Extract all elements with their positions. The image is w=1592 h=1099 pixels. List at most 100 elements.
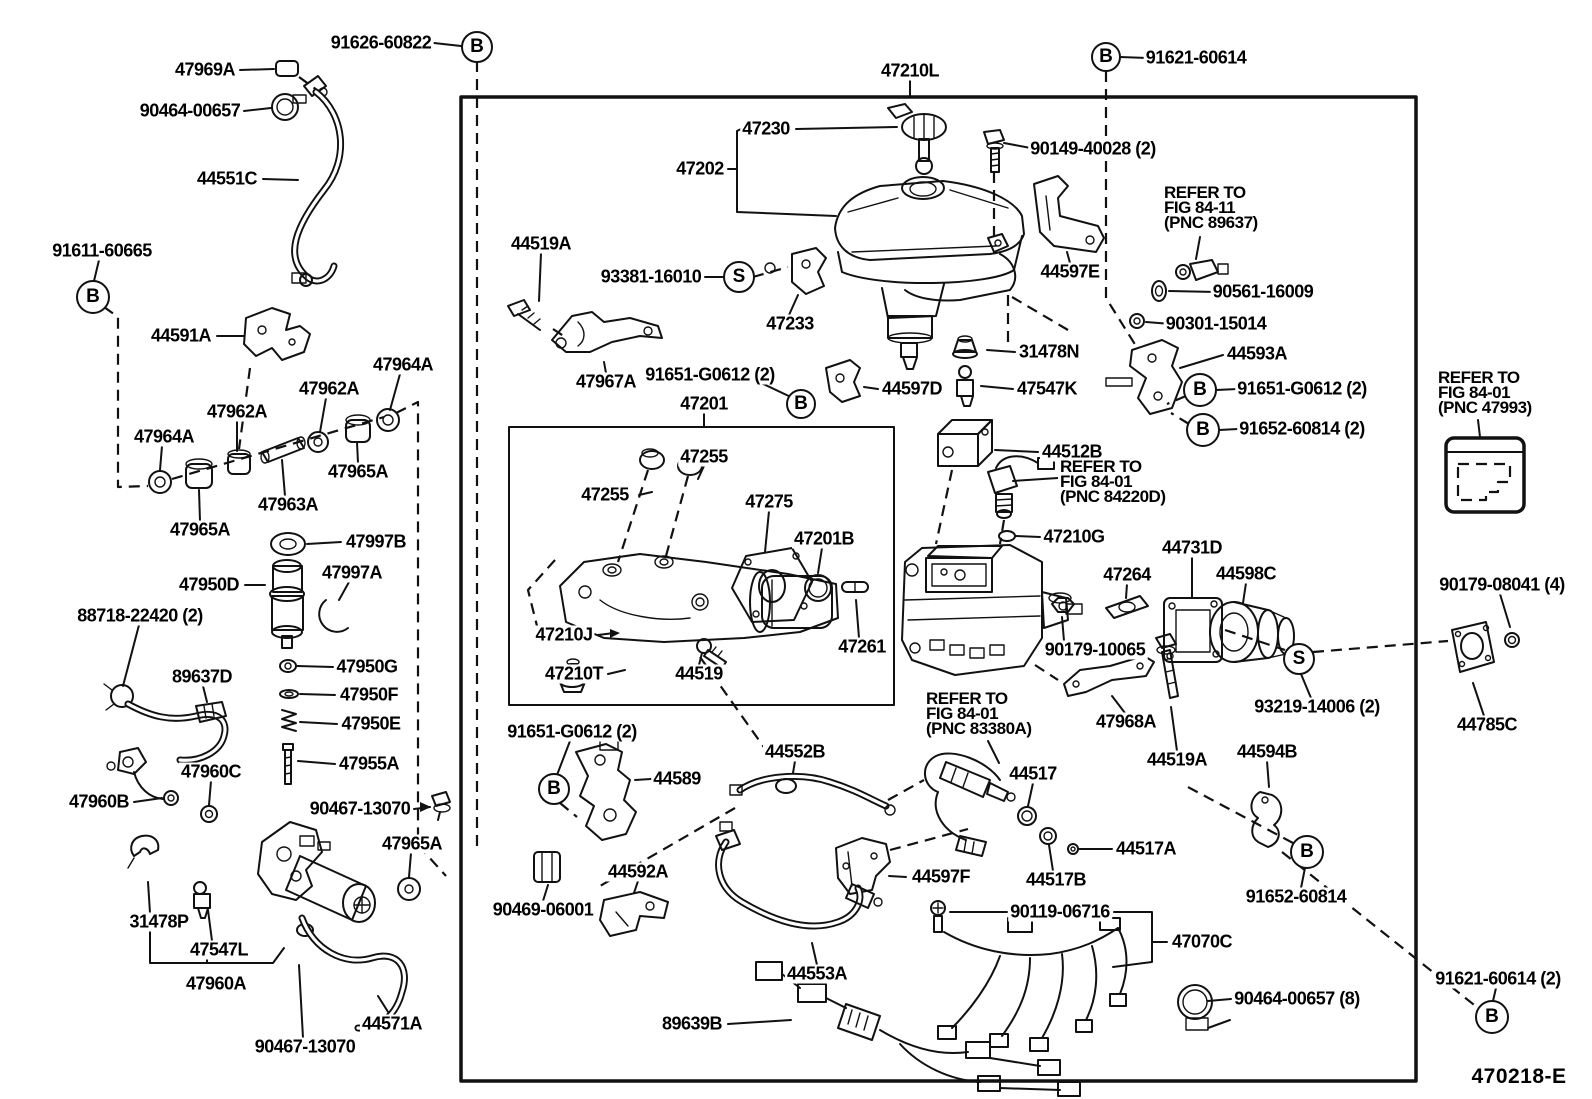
part-label-91626-60822: 91626-60822 <box>328 32 434 53</box>
part-label-47964A: 47964A <box>370 354 436 375</box>
washer-44517-drawing <box>1017 806 1037 826</box>
part-label-90467-13070: 90467-13070 <box>252 1036 358 1057</box>
part-label-90301-15014: 90301-15014 <box>1163 313 1269 334</box>
sensor-pnc83380A-drawing <box>924 752 1016 857</box>
part-label-47210J: 47210J <box>533 624 595 645</box>
hook-44594B-drawing <box>1250 791 1283 848</box>
part-label-47965A: 47965A <box>325 461 391 482</box>
part-label-47960B: 47960B <box>66 791 132 812</box>
bracket-47968A-drawing <box>1063 655 1155 697</box>
part-label-47964A: 47964A <box>131 426 197 447</box>
part-label-47210T: 47210T <box>542 663 606 684</box>
part-label-47201: 47201 <box>678 393 730 414</box>
relay-pnc47993-drawing <box>1444 436 1526 514</box>
part-label-47233: 47233 <box>764 313 816 334</box>
clamp-90464-8-drawing <box>1177 984 1231 1031</box>
connector-89639B-drawing <box>755 961 1081 1097</box>
part-label-47962A: 47962A <box>296 378 362 399</box>
part-label-44589: 44589 <box>651 768 703 789</box>
part-label-47960C: 47960C <box>178 761 244 782</box>
part-label-90467-13070: 90467-13070 <box>307 798 413 819</box>
part-label-47950G: 47950G <box>334 656 400 677</box>
bolt-90467-right-drawing <box>431 791 451 821</box>
part-label-31478P: 31478P <box>127 911 191 932</box>
part-label-93219-14006-2-: 93219-14006 (2) <box>1252 696 1382 717</box>
part-label-47963A: 47963A <box>255 494 321 515</box>
regulator-47950D-drawing <box>269 532 349 785</box>
oring-47210G-drawing <box>998 530 1016 542</box>
callout-B-6: B <box>1183 373 1217 407</box>
bracket-44593A-drawing <box>1105 339 1183 415</box>
part-label-47264: 47264 <box>1101 564 1153 585</box>
figure-code: 470218-E <box>1471 1065 1567 1088</box>
part-label-47950D: 47950D <box>176 574 242 595</box>
callout-B-1: B <box>461 31 493 63</box>
valve-47547L-drawing <box>193 881 211 919</box>
part-label-90561-16009: 90561-16009 <box>1210 281 1316 302</box>
callout-S-4: S <box>723 261 755 293</box>
part-label-47255: 47255 <box>579 484 631 505</box>
part-label-47201B: 47201B <box>791 528 857 549</box>
bracket-44597D-drawing <box>825 359 861 403</box>
ball-47965A-b-drawing <box>397 877 421 901</box>
part-label-90179-08041-4-: 90179-08041 (4) <box>1437 574 1567 595</box>
nut-90179-10065-drawing <box>1048 592 1075 613</box>
bracket-44597F-drawing <box>835 837 891 895</box>
part-label-47210G: 47210G <box>1041 526 1107 547</box>
part-label-90119-06716: 90119-06716 <box>1008 901 1112 922</box>
clip-90469-drawing <box>533 851 561 883</box>
part-label-89637D: 89637D <box>169 666 235 687</box>
part-label-44594B: 44594B <box>1234 741 1300 762</box>
bracket-44592A-drawing <box>599 891 669 937</box>
part-label-47997A: 47997A <box>319 562 385 583</box>
part-label-47275: 47275 <box>743 491 795 512</box>
bushings-row-drawing <box>148 408 400 494</box>
part-label-44597D: 44597D <box>879 378 945 399</box>
part-label-91651-G0612-2-: 91651-G0612 (2) <box>1235 378 1369 399</box>
gasket-44731D-drawing <box>1163 597 1223 663</box>
part-label-91652-60814: 91652-60814 <box>1243 886 1349 907</box>
part-label-91621-60614-2-: 91621-60614 (2) <box>1433 968 1563 989</box>
hook-31478P-drawing <box>127 834 160 869</box>
part-label-90464-00657: 90464-00657 <box>137 100 243 121</box>
part-label-88718-22420-2-: 88718-22420 (2) <box>75 605 205 626</box>
part-label-44519A: 44519A <box>1144 749 1210 770</box>
part-label-47997B: 47997B <box>343 531 409 552</box>
callout-B-5: B <box>786 389 816 419</box>
part-label-91611-60665: 91611-60665 <box>50 240 154 261</box>
part-label-90149-40028-2-: 90149-40028 (2) <box>1028 138 1158 159</box>
part-label-47950E: 47950E <box>339 713 403 734</box>
sensor-pnc84220D-drawing <box>987 455 1055 519</box>
part-label-91651-G0612-2-: 91651-G0612 (2) <box>505 721 639 742</box>
part-label-44517: 44517 <box>1007 763 1059 784</box>
tube-44552B-drawing <box>729 772 896 816</box>
part-label-44553A: 44553A <box>784 963 850 984</box>
callout-B-11: B <box>1475 1000 1509 1034</box>
part-label-47969A: 47969A <box>172 59 238 80</box>
part-label-44785C: 44785C <box>1454 714 1520 735</box>
part-label-31478N: 31478N <box>1016 341 1082 362</box>
part-label-90464-00657-8-: 90464-00657 (8) <box>1232 988 1362 1009</box>
master-cylinder-group-box <box>508 426 895 706</box>
reservoir-tank-47202-drawing <box>764 103 1025 370</box>
part-label-44519: 44519 <box>673 663 725 684</box>
ring-90301-drawing <box>1129 313 1145 329</box>
valve-47547K-drawing <box>956 365 974 407</box>
bolt-44519A-top-drawing <box>507 299 541 331</box>
part-label-47955A: 47955A <box>336 753 402 774</box>
callout-B-2: B <box>1091 42 1121 72</box>
part-label-90179-10065: 90179-10065 <box>1042 639 1148 660</box>
bolt-90149-40028-drawing <box>983 129 1005 173</box>
valve-44589-drawing <box>575 737 637 841</box>
abs-actuator-drawing <box>901 544 1083 676</box>
part-label-47255: 47255 <box>678 446 730 467</box>
hose-44551C-drawing <box>271 60 345 287</box>
part-label-44517A: 44517A <box>1113 838 1179 859</box>
part-label-47230: 47230 <box>740 118 792 139</box>
part-label-47210L: 47210L <box>878 60 942 81</box>
leader-lines <box>93 42 1511 1039</box>
bolt-44519A-mid-drawing <box>1155 633 1179 699</box>
part-label-44593A: 44593A <box>1224 343 1290 364</box>
